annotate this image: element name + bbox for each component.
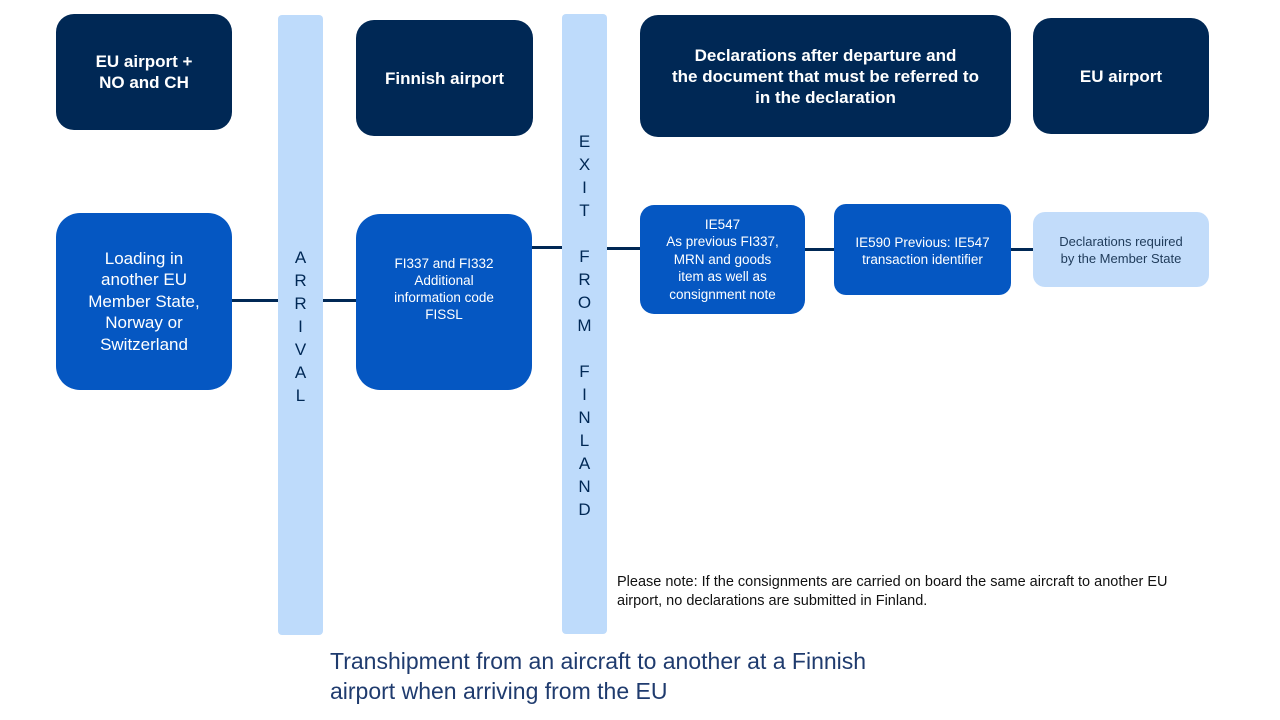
- exit-from-finland-letter: X: [578, 155, 591, 174]
- header-finnish-airport: Finnish airport: [356, 20, 533, 136]
- exit-from-finland-gap: [562, 337, 607, 360]
- exit-from-finland-letter: A: [578, 454, 591, 473]
- exit-from-finland-letter: N: [578, 477, 591, 496]
- connector-arrival-fi337: [321, 299, 358, 302]
- exit-from-finland-letter: F: [579, 362, 590, 381]
- arrival-letter: A: [294, 248, 307, 267]
- arrival-letter: R: [294, 271, 307, 290]
- header-eu-airport-label: EU airport: [1079, 66, 1163, 86]
- header-eu-airport-no-ch-label: EU airport + NO and CH: [95, 52, 193, 92]
- please-note-text: Please note: If the consignments are car…: [617, 574, 1168, 609]
- exit-from-finland-letter: T: [579, 201, 590, 220]
- header-declarations-after-departure-label: Declarations after departure and the doc…: [672, 45, 979, 107]
- loading-box-label: Loading in another EU Member State, Norw…: [88, 248, 200, 354]
- loading-box: Loading in another EU Member State, Norw…: [56, 213, 232, 390]
- connector-fi337-exit: [530, 246, 564, 249]
- connector-exit-ie547: [605, 247, 642, 250]
- exit-from-finland-letter: M: [577, 316, 592, 335]
- exit-from-finland-letter: O: [577, 293, 592, 312]
- arrival-letter: R: [294, 294, 307, 313]
- header-eu-airport-no-ch: EU airport + NO and CH: [56, 14, 232, 130]
- arrival-letter: I: [298, 317, 303, 336]
- ie590-box: IE590 Previous: IE547 transaction identi…: [834, 204, 1011, 295]
- exit-from-finland-letter: E: [578, 132, 591, 151]
- connector-ie547-ie590: [803, 248, 836, 251]
- exit-from-finland-letter: N: [578, 408, 591, 427]
- header-eu-airport: EU airport: [1033, 18, 1209, 134]
- fi337-fi332-box: FI337 and FI332 Additional information c…: [356, 214, 532, 390]
- arrival-letter: L: [295, 386, 306, 405]
- ie590-box-label: IE590 Previous: IE547 transaction identi…: [855, 235, 990, 267]
- exit-from-finland-gap: [562, 222, 607, 245]
- exit-from-finland-letter: D: [578, 500, 591, 519]
- connector-ie590-declarations: [1009, 248, 1035, 251]
- exit-from-finland-letter: I: [582, 178, 587, 197]
- exit-from-finland-bar: [562, 14, 607, 634]
- exit-from-finland-letter: F: [579, 247, 590, 266]
- diagram-caption: Transhipment from an aircraft to another…: [330, 648, 867, 704]
- declarations-required-box: Declarations required by the Member Stat…: [1033, 212, 1209, 287]
- exit-from-finland-letter: R: [578, 270, 591, 289]
- ie547-box: IE547 As previous FI337, MRN and goods i…: [640, 205, 805, 314]
- arrival-letter: A: [294, 363, 307, 382]
- arrival-bar: [278, 15, 323, 635]
- connector-loading-arrival: [230, 299, 280, 302]
- arrival-letter: V: [294, 340, 307, 359]
- ie547-box-label: IE547 As previous FI337, MRN and goods i…: [666, 216, 779, 302]
- declarations-required-box-label: Declarations required by the Member Stat…: [1059, 233, 1183, 266]
- exit-from-finland-letter: I: [582, 385, 587, 404]
- exit-from-finland-letter: L: [579, 431, 590, 450]
- header-declarations-after-departure: Declarations after departure and the doc…: [640, 15, 1011, 137]
- fi337-fi332-box-label: FI337 and FI332 Additional information c…: [394, 256, 494, 322]
- header-finnish-airport-label: Finnish airport: [385, 68, 504, 88]
